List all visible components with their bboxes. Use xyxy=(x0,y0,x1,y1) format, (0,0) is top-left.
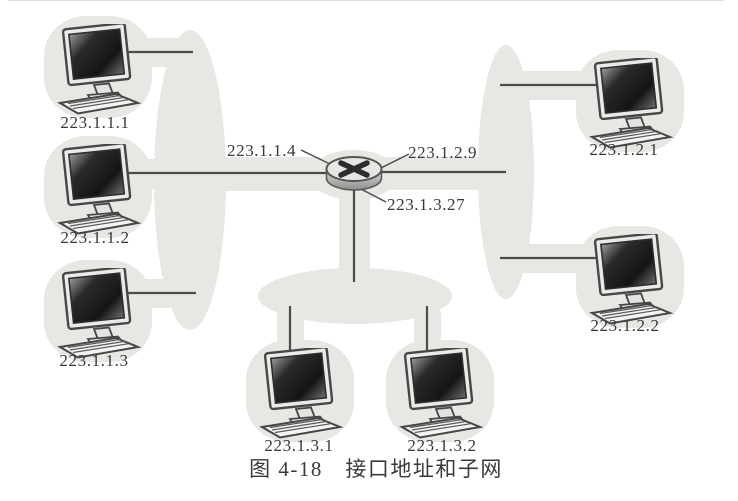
subnet-clouds xyxy=(44,16,684,442)
leader-interface2 xyxy=(380,153,410,169)
router-interface-ip-label: 223.1.1.4 xyxy=(227,141,297,160)
router-interface-ip-label: 223.1.2.9 xyxy=(408,143,478,162)
host-ip-label: 223.1.1.2 xyxy=(60,228,130,247)
link-halo xyxy=(374,157,496,190)
leader-interface3 xyxy=(358,187,387,203)
host-ip-label: 223.1.3.2 xyxy=(407,436,477,455)
host-ip-label: 223.1.1.1 xyxy=(60,113,130,132)
leader-lines xyxy=(300,149,410,203)
figure-caption: 图 4-18 接口地址和子网 xyxy=(249,457,503,481)
network-links xyxy=(126,50,606,364)
host-ip-label: 223.1.1.3 xyxy=(59,351,129,370)
router-interface-ip-label: 223.1.3.27 xyxy=(387,195,466,214)
host-ip-label: 223.1.2.2 xyxy=(590,316,660,335)
leader-interface1 xyxy=(300,149,333,166)
router-x-icon xyxy=(338,160,370,178)
page-edge-artifact xyxy=(8,0,724,1)
host-ip-label: 223.1.3.1 xyxy=(264,436,334,455)
host-ip-label: 223.1.2.1 xyxy=(589,140,659,159)
router-icon xyxy=(325,156,383,191)
subnet-cloud-bottom xyxy=(258,268,452,324)
